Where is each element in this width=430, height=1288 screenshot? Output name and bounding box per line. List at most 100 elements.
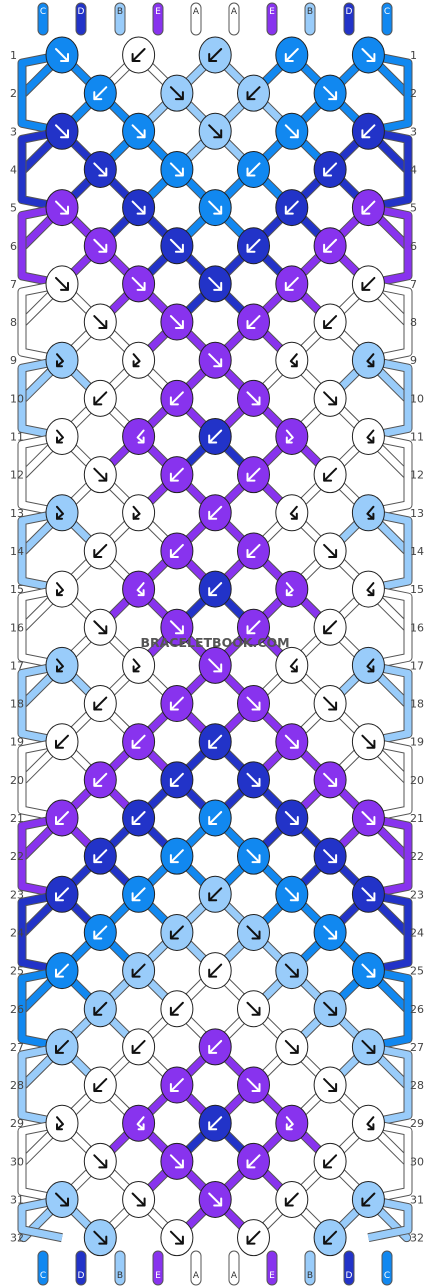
knot-direction-arrow-icon — [208, 963, 223, 978]
knot-direction-arrow-icon — [55, 887, 69, 902]
knot-r1-5 — [351, 36, 385, 74]
knot-direction-arrow-icon — [323, 543, 338, 558]
top-strand-label: D — [78, 7, 85, 17]
knot-r28-1 — [83, 1066, 117, 1104]
knot-r1-4 — [275, 36, 309, 74]
row-number-left: 16 — [10, 621, 24, 634]
edge-thread-left — [18, 890, 63, 975]
row-number-right: 6 — [410, 240, 417, 253]
knot-direction-arrow-icon — [366, 582, 375, 597]
edge-thread-right — [367, 890, 412, 975]
knot-r24-3 — [237, 913, 270, 951]
top-strand-label: D — [346, 7, 353, 17]
top-strand-label: C — [384, 7, 390, 17]
row-number-left: 13 — [10, 507, 24, 520]
knot-r19-5 — [351, 723, 385, 761]
knot-direction-arrow-icon — [246, 391, 261, 406]
knot-direction-arrow-icon — [136, 1116, 145, 1131]
knot-r16-4 — [313, 608, 347, 646]
knot-r16-3 — [237, 608, 270, 646]
knot-direction-arrow-icon — [208, 505, 223, 520]
knot-r6-1 — [83, 227, 117, 265]
knot-direction-arrow-icon — [131, 963, 146, 978]
knot-direction-arrow-icon — [169, 1078, 184, 1093]
row-number-left: 19 — [10, 736, 24, 749]
edge-thread-right — [367, 280, 412, 364]
knot-direction-arrow-icon — [323, 1078, 338, 1093]
row-number-right: 3 — [410, 125, 417, 138]
edge-thread-left — [18, 280, 63, 364]
knot-r3-1 — [45, 112, 79, 150]
row-number-left: 25 — [10, 965, 24, 978]
top-strand-label: E — [269, 7, 275, 17]
knot-r13-4 — [275, 494, 309, 532]
knot-r30-4 — [313, 1142, 347, 1180]
knot-direction-arrow-icon — [93, 1230, 108, 1245]
knot-r5-5 — [351, 189, 385, 227]
knot-direction-arrow-icon — [132, 505, 141, 520]
knot-direction-arrow-icon — [361, 48, 376, 62]
knot-direction-arrow-icon — [55, 1192, 69, 1207]
knot-r30-1 — [83, 1142, 117, 1180]
knot-r4-3 — [237, 150, 270, 188]
knot-direction-arrow-icon — [93, 467, 108, 482]
knot-r10-2 — [160, 379, 194, 417]
edge-thread-left — [18, 585, 63, 669]
knot-direction-arrow-icon — [208, 48, 223, 62]
watermark-text: BRACELETBOOK.COM — [140, 635, 289, 650]
knot-direction-arrow-icon — [93, 162, 108, 177]
knot-r18-2 — [160, 685, 194, 723]
knot-r1-3 — [198, 36, 232, 74]
knot-direction-arrow-icon — [93, 1078, 108, 1093]
knot-direction-arrow-icon — [246, 315, 261, 330]
row-number-left: 30 — [10, 1155, 24, 1168]
knot-r23-4 — [275, 875, 309, 913]
row-number-left: 23 — [10, 888, 24, 901]
edge-thread-left — [18, 661, 63, 746]
knot-r3-3 — [198, 112, 232, 150]
knot-r31-4 — [275, 1181, 309, 1218]
knot-r24-1 — [83, 913, 117, 951]
knot-direction-arrow-icon — [323, 772, 338, 787]
knot-r2-4 — [313, 74, 347, 112]
knot-r17-3 — [198, 646, 232, 684]
knot-direction-arrow-icon — [289, 658, 298, 673]
edge-thread-right — [367, 356, 412, 440]
knot-direction-arrow-icon — [132, 353, 141, 368]
knot-r6-4 — [313, 227, 347, 265]
knot-r3-5 — [351, 112, 385, 150]
row-number-right: 10 — [410, 392, 424, 405]
row-number-right: 27 — [410, 1041, 424, 1054]
knot-direction-arrow-icon — [284, 963, 299, 978]
knot-direction-arrow-icon — [131, 1039, 146, 1054]
bottom-strand-label: B — [117, 1271, 123, 1281]
knot-grid — [45, 36, 385, 1257]
knot-direction-arrow-icon — [55, 1039, 69, 1054]
knot-r22-4 — [313, 837, 347, 875]
row-number-left: 20 — [10, 774, 24, 787]
knot-direction-arrow-icon — [323, 162, 338, 177]
knot-r2-3 — [237, 74, 270, 112]
edge-thread-right — [367, 204, 412, 288]
knot-r23-2 — [122, 875, 156, 913]
edge-thread-right — [367, 509, 412, 593]
knot-r18-3 — [237, 685, 270, 723]
knot-direction-arrow-icon — [55, 124, 69, 139]
knot-r26-1 — [83, 990, 117, 1028]
knot-r27-5 — [351, 1028, 385, 1066]
knot-direction-arrow-icon — [93, 772, 108, 787]
knot-r13-5 — [351, 494, 385, 532]
knot-r15-4 — [275, 570, 309, 608]
row-number-left: 3 — [10, 125, 17, 138]
knot-r31-1 — [45, 1181, 79, 1218]
knot-r29-4 — [275, 1104, 309, 1142]
knot-direction-arrow-icon — [285, 1116, 294, 1131]
row-number-left: 10 — [10, 392, 24, 405]
row-number-left: 26 — [10, 1003, 24, 1016]
edge-thread-left — [18, 1196, 63, 1242]
knot-direction-arrow-icon — [361, 124, 376, 139]
knot-direction-arrow-icon — [208, 734, 223, 749]
knot-direction-arrow-icon — [169, 238, 184, 253]
bottom-strand-label: A — [193, 1271, 200, 1281]
bottom-strand-label: C — [40, 1271, 46, 1281]
